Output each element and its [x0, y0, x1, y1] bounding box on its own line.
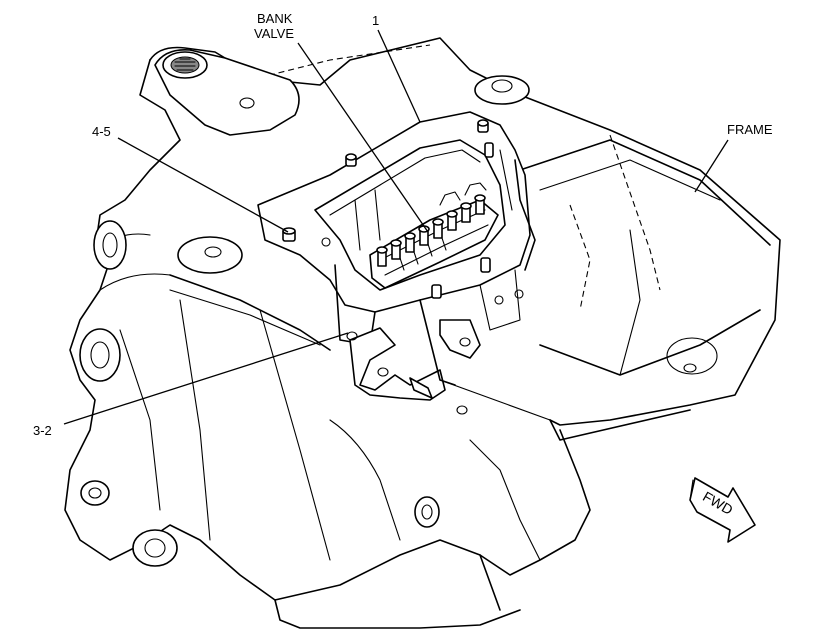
bolt-icon — [484, 142, 494, 158]
bolt-icon — [409, 377, 433, 399]
left-bosses — [79, 220, 718, 567]
grease-fitting-icon — [170, 56, 200, 74]
valve-mounting-bracket — [257, 111, 536, 415]
bank-valve-leader — [297, 42, 429, 233]
item-4-5-leader — [117, 137, 289, 233]
callout-labels: BANK VALVE 1 FRAME 4-5 3-2 — [33, 11, 773, 438]
leader-lines — [63, 29, 729, 425]
lifting-boss — [154, 48, 300, 136]
frame-leader — [694, 139, 729, 193]
fwd-arrow: FWD — [689, 477, 756, 543]
frame-label: FRAME — [727, 122, 773, 137]
upper-right-boss — [474, 75, 530, 105]
bank-valve — [369, 182, 499, 289]
item-3-2-label: 3-2 — [33, 423, 52, 438]
valve-fittings — [376, 182, 487, 271]
bolt-icon — [480, 257, 491, 273]
item-1-label: 1 — [372, 13, 379, 28]
item-3-2-leader — [63, 332, 349, 425]
item-4-5-label: 4-5 — [92, 124, 111, 139]
item-1-leader — [377, 29, 421, 123]
fwd-arrow-icon — [689, 477, 756, 543]
bolt-icon — [345, 153, 357, 167]
bolt-icon — [477, 119, 489, 133]
bolt-icon — [431, 284, 442, 299]
bolt-icon — [282, 227, 296, 242]
bank-valve-label-line1: BANK — [257, 11, 293, 26]
bank-valve-label-line2: VALVE — [254, 26, 294, 41]
